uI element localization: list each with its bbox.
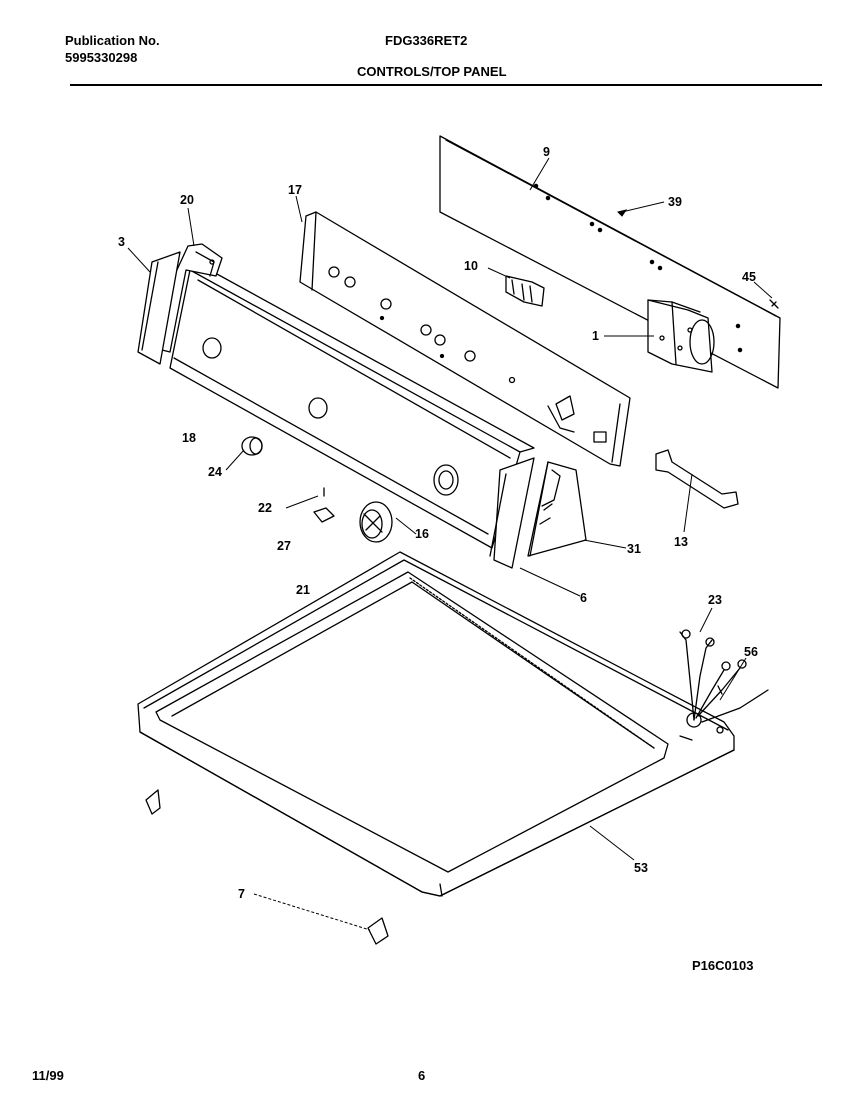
switch-10 — [505, 275, 545, 307]
label-1: 1 — [592, 329, 599, 343]
selector-knob — [359, 501, 393, 543]
label-6: 6 — [580, 591, 587, 605]
timer-component — [647, 299, 715, 373]
model-number: FDG336RET2 — [385, 33, 468, 48]
label-56: 56 — [744, 645, 758, 659]
label-27: 27 — [277, 539, 291, 553]
publication-label: Publication No. — [65, 33, 160, 48]
label-7: 7 — [238, 887, 245, 901]
diagram-code: P16C0103 — [692, 958, 754, 973]
publication-number: 5995330298 — [65, 50, 138, 65]
label-18: 18 — [182, 431, 196, 445]
top-panel — [137, 551, 735, 897]
clip-27 — [313, 507, 335, 523]
label-45: 45 — [742, 270, 756, 284]
label-10: 10 — [464, 259, 478, 273]
label-9: 9 — [543, 145, 550, 159]
label-13: 13 — [674, 535, 688, 549]
section-title: CONTROLS/TOP PANEL — [357, 64, 507, 79]
screw-45 — [769, 299, 779, 309]
footer-date: 11/99 — [32, 1068, 64, 1083]
label-21: 21 — [296, 583, 310, 597]
label-39: 39 — [668, 195, 682, 209]
control-backing-plate — [299, 211, 631, 467]
label-22: 22 — [258, 501, 272, 515]
label-31: 31 — [627, 542, 641, 556]
bracket-13 — [655, 449, 739, 509]
left-side-trim — [137, 251, 181, 365]
right-end-cap — [489, 457, 587, 569]
page-number: 6 — [418, 1068, 426, 1083]
wiring-harness — [679, 629, 769, 723]
label-16: 16 — [415, 527, 429, 541]
label-20: 20 — [180, 193, 194, 207]
label-17: 17 — [288, 183, 302, 197]
label-3: 3 — [118, 235, 125, 249]
header-rule — [70, 84, 822, 86]
label-53: 53 — [634, 861, 648, 875]
label-24: 24 — [208, 465, 222, 479]
label-23: 23 — [708, 593, 722, 607]
knob-insert — [241, 436, 263, 456]
hinge-bracket-upper — [145, 789, 161, 815]
hinge-bracket-lower — [367, 917, 389, 945]
